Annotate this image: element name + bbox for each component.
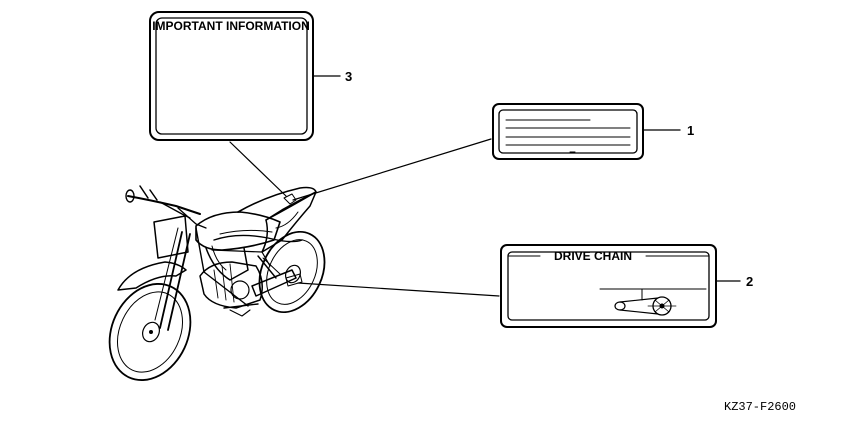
callout-number-2: 2: [746, 274, 753, 289]
leader-line-3: [229, 141, 287, 197]
diagram-code: KZ37-F2600: [724, 400, 796, 414]
motorcycle-illustration: [108, 185, 326, 381]
leader-line-2: [297, 282, 500, 297]
drive-chain-label: DRIVE CHAIN: [500, 244, 717, 328]
callout-number-1: 1: [687, 123, 694, 138]
important-information-text: IMPORTANT INFORMATION: [152, 19, 310, 33]
callout-number-3: 3: [345, 69, 352, 84]
drive-chain-text: DRIVE CHAIN: [554, 249, 632, 263]
important-information-label: IMPORTANT INFORMATION: [149, 11, 314, 141]
leader-line-1: [292, 138, 492, 201]
generic-warning-label: [492, 103, 644, 160]
chain-graphic-icon: [599, 288, 707, 316]
